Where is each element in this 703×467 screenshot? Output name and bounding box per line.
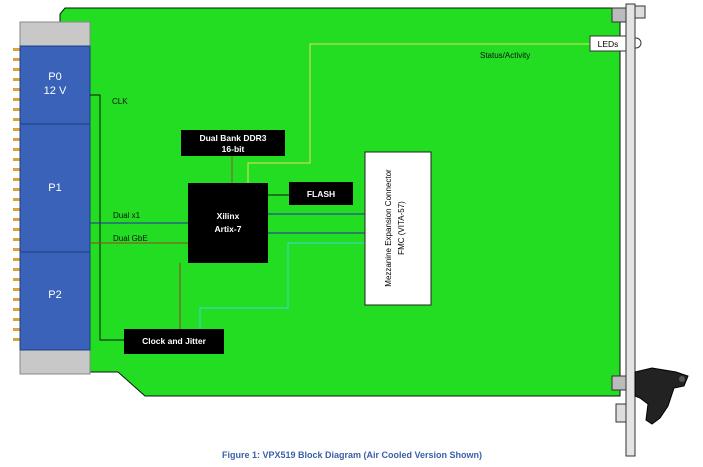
fmc-label: FMC (VITA-57)	[397, 201, 406, 255]
connector-pins	[13, 48, 20, 341]
flash-label: FLASH	[307, 189, 335, 199]
p2-label: P2	[48, 289, 61, 301]
mezzanine-label: Mezzanine Expansion Connector	[384, 169, 393, 287]
dual-x1-signal-label: Dual x1	[113, 211, 141, 220]
fpga-vendor-label: Xilinx	[217, 211, 240, 221]
status-line	[247, 43, 590, 183]
panel-bottom-stub	[611, 375, 627, 391]
front-panel	[625, 3, 636, 457]
p0-label: P0	[48, 71, 61, 83]
fpga-block	[188, 183, 268, 263]
panel-top-tab	[634, 5, 646, 19]
ddr3-label: Dual Bank DDR3	[199, 133, 266, 143]
p0-voltage-label: 12 V	[44, 85, 67, 97]
signal-lines	[90, 43, 590, 341]
leds-label: LEDs	[598, 39, 619, 49]
clock-block	[124, 329, 224, 354]
panel-top-stub	[611, 7, 627, 23]
clock-label: Clock and Jitter	[142, 336, 206, 346]
p1-label: P1	[48, 182, 61, 194]
mezzanine-block	[364, 151, 432, 306]
figure-caption: Figure 1: VPX519 Block Diagram (Air Cool…	[222, 450, 482, 460]
ejector-handle	[634, 367, 689, 425]
dual-gbe-signal-label: Dual GbE	[113, 234, 148, 243]
fpga-model-label: Artix-7	[215, 224, 242, 234]
status-signal-label: Status/Activity	[480, 51, 530, 60]
connector-p2	[19, 251, 91, 351]
ddr3-width-label: 16-bit	[222, 144, 245, 154]
connector-cap-top	[19, 21, 91, 47]
connector-p0	[19, 45, 91, 125]
panel-bottom-bar	[615, 403, 627, 423]
ejector-screw	[679, 376, 685, 382]
ddr3-block	[181, 130, 285, 156]
clock-fmc-line	[199, 242, 365, 329]
clk-signal-label: CLK	[112, 97, 128, 106]
flash-block	[289, 182, 353, 205]
connector-cap-bottom	[19, 349, 91, 375]
clk-line	[90, 94, 124, 341]
